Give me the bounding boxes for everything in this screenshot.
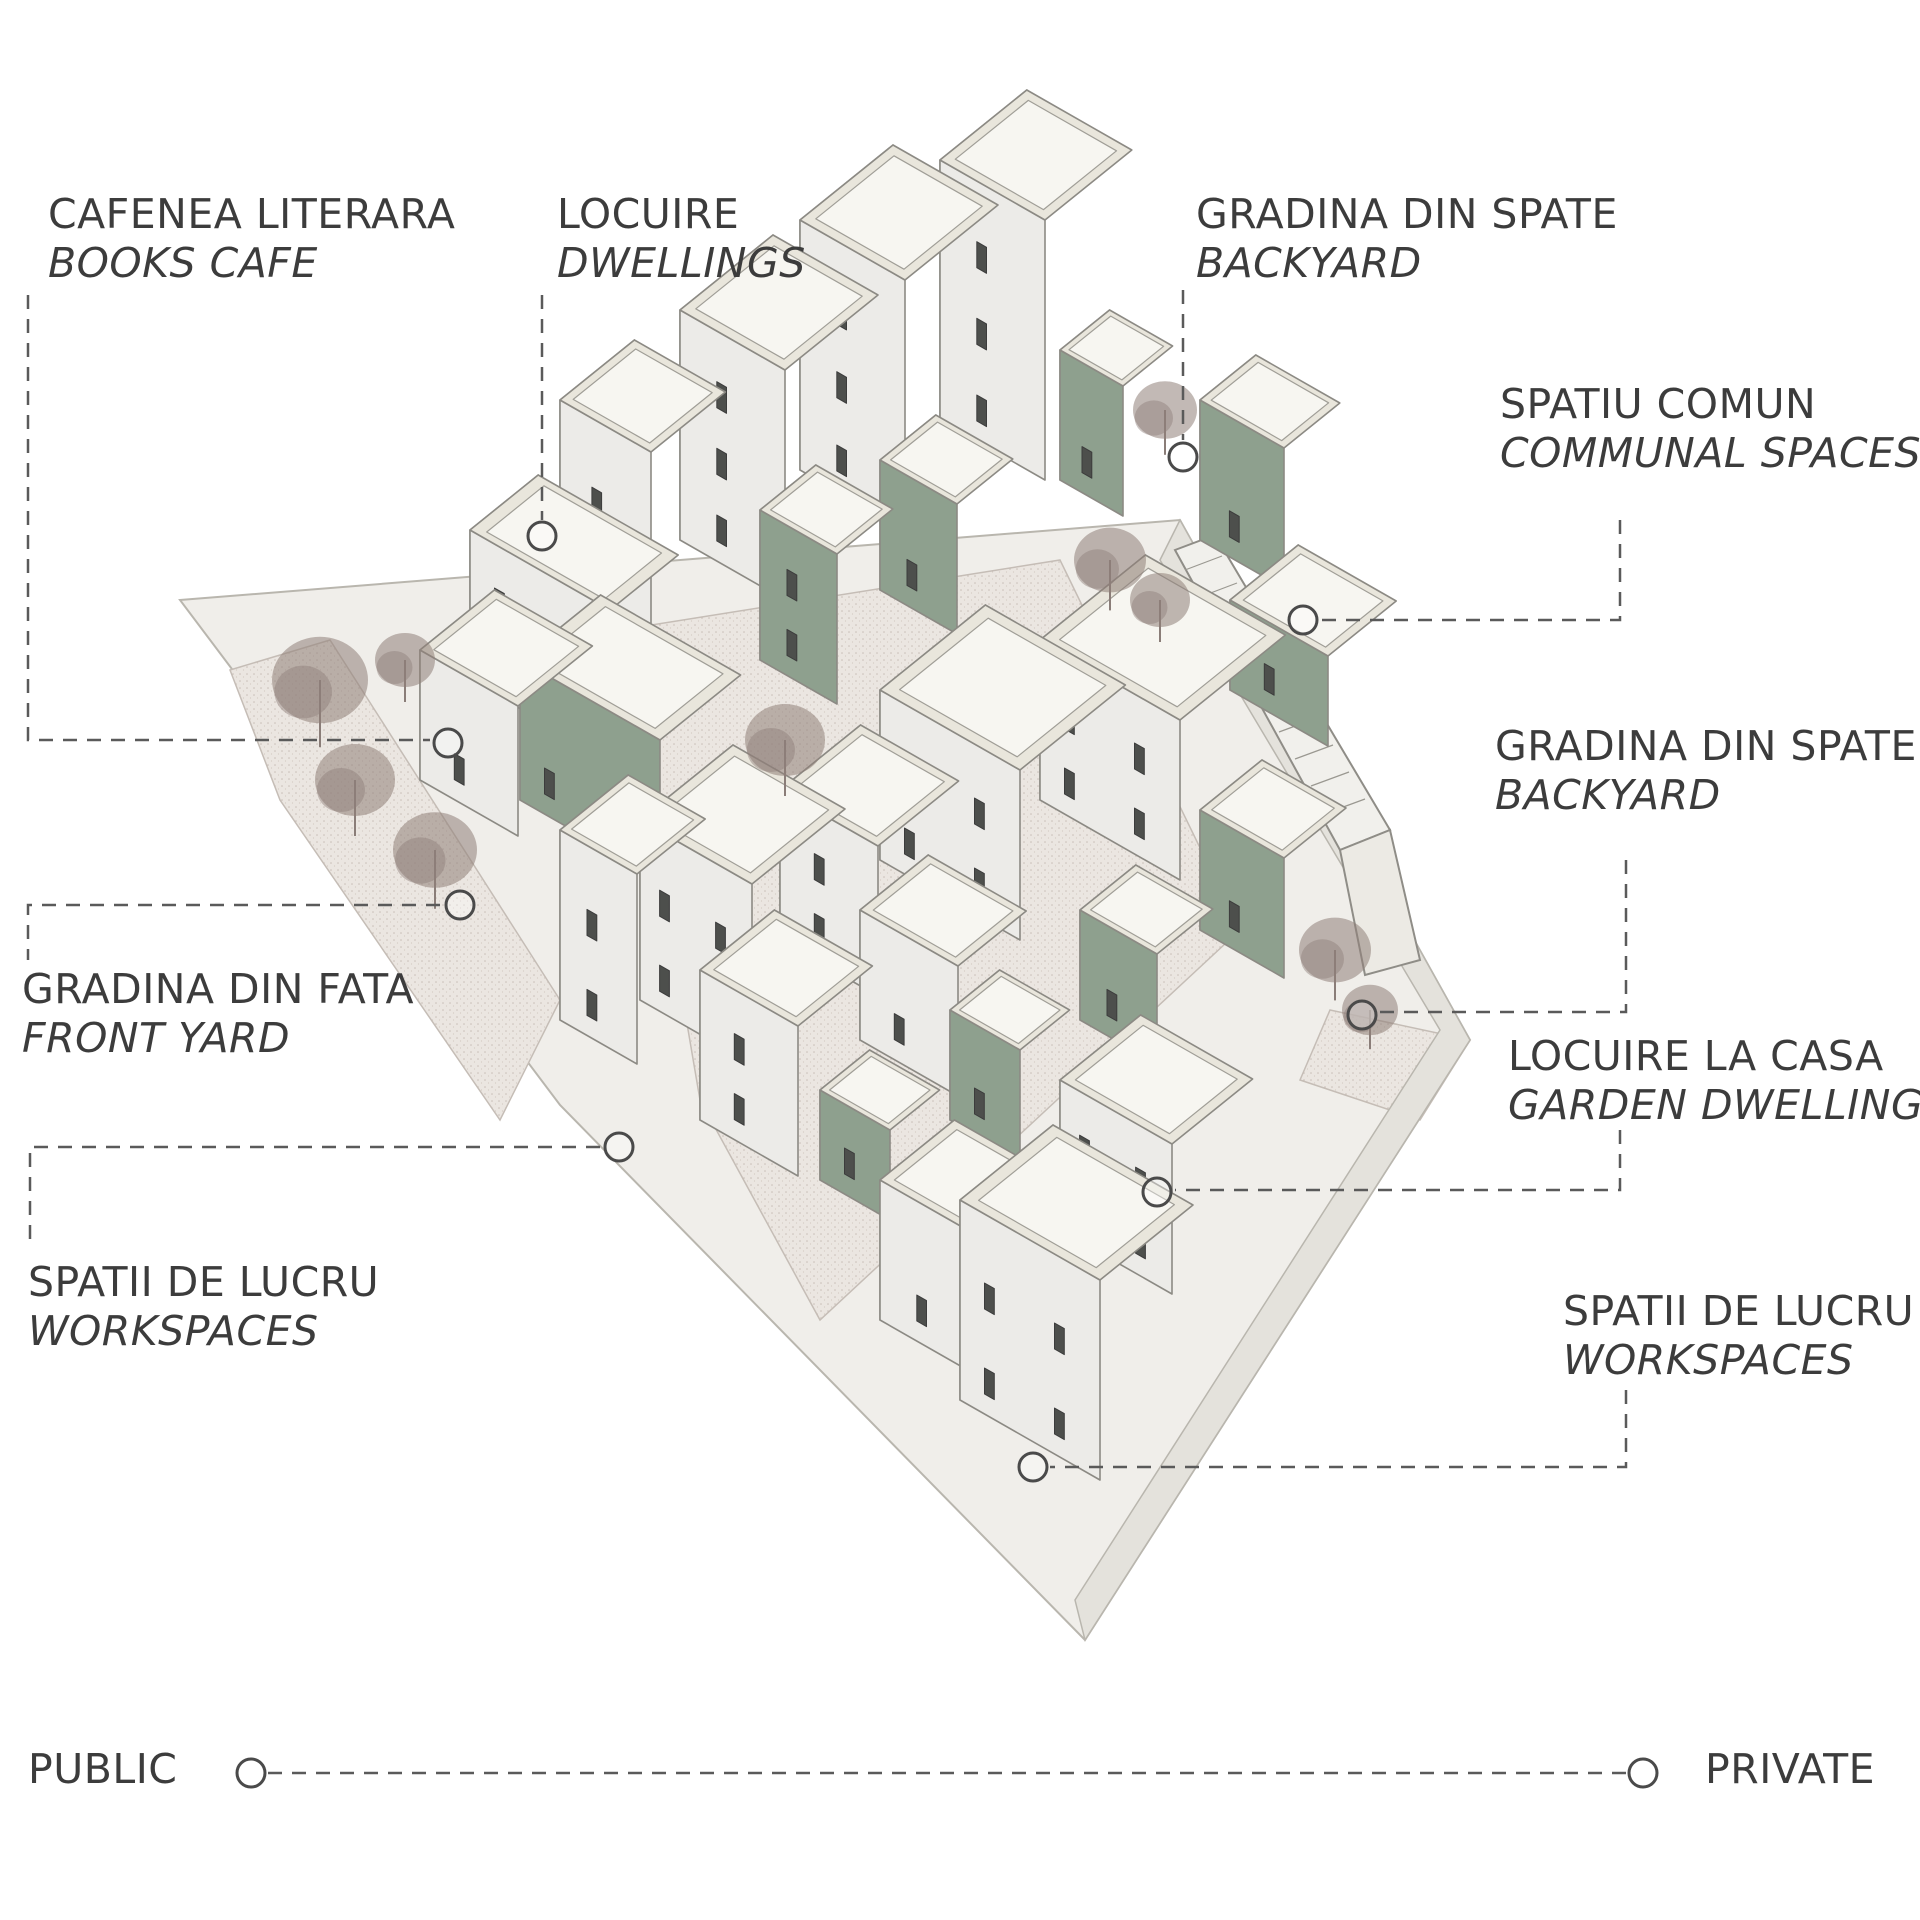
marker-garden-dwelling [1141,1176,1173,1208]
label-garden-dwelling: LOCUIRE LA CASA GARDEN DWELLING [1508,1032,1920,1130]
tree [393,812,477,909]
legend-public-label: PUBLIC [28,1745,178,1793]
tree [375,633,435,702]
building-roof [958,975,1061,1045]
building-roof [1074,1024,1238,1135]
tree [315,744,395,836]
building-roof [828,1055,931,1125]
building-block [699,909,874,1177]
building-block [1199,354,1341,589]
tree [1133,381,1197,455]
building-block [939,89,1133,481]
building-block [1079,864,1214,1065]
marker-backyard-top [1167,441,1199,473]
marker-dwellings [526,520,558,552]
tree [745,704,825,796]
building-roof [713,918,860,1018]
building-roof [1211,767,1335,851]
marker-books-cafe [432,727,464,759]
building-roof [536,605,724,730]
tree [1074,527,1146,611]
label-communal: SPATIU COMUN COMMUNAL SPACES [1500,380,1920,478]
building-roof [954,99,1118,211]
label-backyard-right: GRADINA DIN SPATE BACKYARD [1495,722,1917,820]
tree [1299,917,1371,1001]
building-roof [1089,871,1203,948]
leader-workspaces-left [28,1145,600,1240]
label-front-yard: GRADINA DIN FATA FRONT YARD [22,965,415,1063]
building-block [1059,309,1174,517]
marker-backyard-right [1346,999,1378,1031]
legend-private-label: PRIVATE [1705,1745,1876,1793]
label-books-cafe: CAFENEA LITERARA BOOKS CAFE [48,190,456,288]
building-roof [1210,361,1330,442]
building-block [959,1124,1194,1481]
marker-circles [235,441,1659,1789]
building-block [879,414,1014,635]
building-roof [570,782,695,867]
marker-communal [1287,604,1319,636]
building-roof [977,1136,1176,1269]
legend-marker-public [235,1757,267,1789]
label-backyard-top: GRADINA DIN SPATE BACKYARD [1196,190,1618,288]
building-roof [793,734,945,837]
marker-front-yard [444,889,476,921]
label-workspaces-left: SPATII DE LUCRU WORKSPACES [28,1258,380,1356]
building-roof [769,471,883,548]
site-edge-right [1074,518,1471,1642]
building-roof [1058,567,1267,708]
building-roof [1242,553,1384,648]
leader-books-cafe [26,295,430,742]
building-block [759,464,894,705]
building-block [559,774,707,1065]
building-roof [433,598,580,698]
building-roof [572,348,713,444]
building-block [819,1049,941,1221]
legend-marker-private [1627,1757,1659,1789]
building-block [679,234,879,601]
building-roof [486,485,663,600]
marker-workspaces-right [1017,1451,1049,1483]
building-roof [1068,315,1165,381]
leader-garden-dwelling [1175,1130,1622,1192]
building-roof [889,421,1003,498]
building-block [859,854,1027,1097]
tree-canopies [272,381,1398,1050]
leader-lines [26,290,1628,1775]
building-block [949,969,1071,1161]
building-roof [872,863,1014,958]
leader-backyard-right [1380,860,1628,1014]
marker-workspaces-left [603,1131,635,1163]
leader-front-yard [26,903,440,960]
tree [272,636,368,748]
building-roof [815,155,983,270]
label-workspaces-right: SPATII DE LUCRU WORKSPACES [1563,1287,1915,1385]
building-roof [898,617,1107,758]
tree [1130,573,1190,642]
leader-communal [1320,520,1622,622]
label-dwellings: LOCUIRE DWELLINGS [557,190,806,288]
building-roof [695,245,863,360]
building-masses [419,89,1397,1481]
leader-workspaces-right [1050,1390,1628,1469]
building-block [1199,759,1347,979]
